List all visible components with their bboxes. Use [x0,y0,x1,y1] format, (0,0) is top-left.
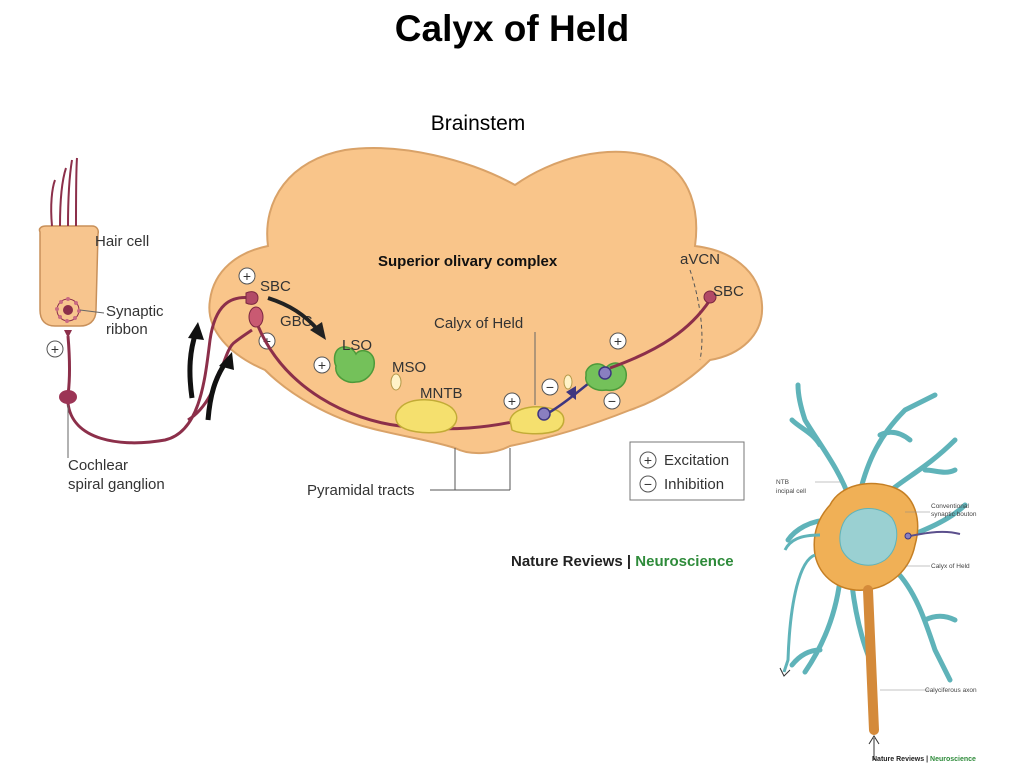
conventional-bouton [909,530,961,537]
svg-text:+: + [318,357,326,373]
pyramidal-label: Pyramidal tracts [307,482,415,499]
sbc-cell-left [245,291,259,305]
svg-text:−: − [644,476,652,492]
synaptic-ribbon-label-2: ribbon [106,321,148,338]
calyx-label-right: Calyx of Held [931,563,970,570]
mntb-label: MNTB [420,385,463,402]
conventional-label-1: Conventional [931,503,969,510]
sbc-label-right: SBC [713,283,744,300]
auditory-pathway-diagram: Hair cell Synaptic ribbon Cochlear spira… [38,147,764,570]
credit-left-section: Neuroscience [635,553,733,570]
contralateral-sbc-axon [609,299,712,370]
mso-right [563,374,573,390]
soc-label: Superior olivary complex [378,253,558,270]
avcn-label: aVCN [680,251,720,268]
excitation-sign-sbc: + [238,267,256,285]
svg-text:−: − [546,379,554,395]
cochlear-label-2: spiral ganglion [68,476,165,493]
credit-left-journal: Nature Reviews [511,553,623,570]
calyx-terminal-right [598,366,612,380]
inhibition-sign-mso: − [541,378,559,396]
svg-text:+: + [243,268,251,284]
synaptic-ribbon-icon [55,297,81,323]
mntb-cell-label-2: incipal cell [776,488,807,495]
lso-nucleus [333,346,375,384]
excitation-sign-mntb: + [503,392,521,410]
synaptic-ribbon-label-1: Synaptic [106,303,164,320]
hair-cell-label: Hair cell [95,233,149,250]
credit-left: Nature Reviews | Neuroscience [511,553,734,570]
lso-label: LSO [342,337,372,354]
ribbon-synapse-terminal [64,330,72,336]
brainstem-shape [208,147,764,454]
avcn-boundary [689,269,703,361]
credit-left-separator: | [627,553,631,570]
ascending-arrow-2 [205,360,229,421]
ascending-arrow-1 [187,331,199,399]
credit-right-journal: Nature Reviews [872,756,924,763]
svg-text:−: − [608,393,616,409]
conventional-label-2: synaptic bouton [931,511,977,518]
excitation-sign-lso-right: + [609,332,627,350]
axon-collateral [782,553,816,673]
credit-right-section: Neuroscience [930,756,976,763]
mntb-nucleus-left [395,399,458,434]
svg-text:+: + [614,333,622,349]
sbc-label-left: SBC [260,278,291,295]
legend-inhibition-label: Inhibition [664,476,724,493]
mntb-principal-cell [839,508,898,566]
mntb-nucleus-right [509,406,565,435]
sbc-to-lso-arrow [267,296,320,332]
credit-right: Nature Reviews | Neuroscience [872,756,976,763]
calyx-terminal-left [537,407,551,421]
brainstem-label: Brainstem [430,112,526,135]
mso-label: MSO [392,359,426,376]
legend: + − Excitation Inhibition [629,441,745,501]
legend-inhibition-icon: − [639,475,657,493]
credit-right-separator: | [926,756,928,763]
calyx-label-left: Calyx of Held [434,315,523,332]
svg-text:+: + [644,452,652,468]
slide-title: Calyx of Held [394,8,630,49]
gbc-cell [248,306,264,328]
svg-text:+: + [508,393,516,409]
legend-excitation-label: Excitation [664,452,729,469]
excitation-sign-lso: + [313,356,331,374]
pyramidal-bracket [430,448,511,491]
calyx-neuron-diagram: NTB incipal cell Conventional synaptic b… [776,382,977,763]
legend-excitation-icon: + [639,451,657,469]
inhibition-sign-lso-right: − [603,392,621,410]
svg-text:+: + [51,341,59,357]
hair-cell [38,157,99,327]
axon-label: Calyciferous axon [925,687,977,694]
calyciferous-axon [863,585,879,735]
mntb-cell-label-1: NTB [776,479,789,486]
cochlear-label-1: Cochlear [68,457,128,474]
mso-nucleus [390,373,402,391]
sbc-cell-right [703,290,717,304]
spiral-ganglion-cell [59,390,77,404]
excitation-sign-ribbon: + [46,340,64,358]
